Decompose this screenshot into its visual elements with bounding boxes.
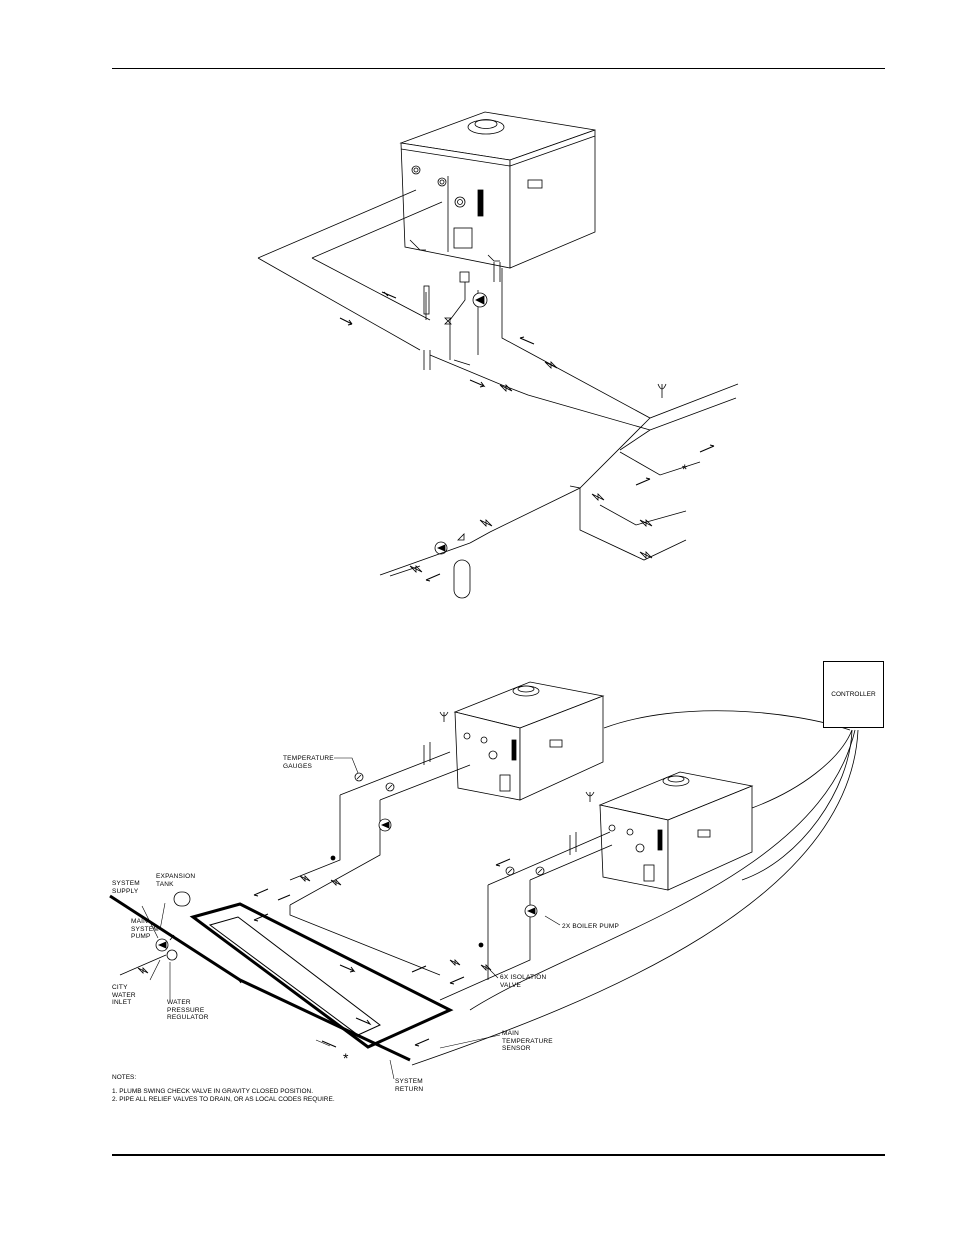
main-system-pump-label: MAIN SYSTEM PUMP	[131, 918, 159, 940]
top-rule	[112, 68, 885, 69]
bottom-boiler-unit-1	[453, 681, 605, 801]
city-water-inlet-label: CITY WATER INLET	[112, 984, 136, 1006]
note-item: 1. PLUMB SWING CHECK VALVE IN GRAVITY CL…	[112, 1088, 314, 1095]
system-supply-label: SYSTEM SUPPLY	[112, 880, 140, 895]
top-boiler-unit	[399, 111, 596, 269]
bottom-piping	[109, 711, 613, 1062]
controller-label: CONTROLLER	[831, 691, 876, 698]
main-temperature-sensor-label: MAIN TEMPERATURE SENSOR	[502, 1030, 553, 1052]
notes-block: NOTES: 1. PLUMB SWING CHECK VALVE IN GRA…	[112, 1074, 335, 1104]
svg-text:*: *	[343, 1050, 349, 1066]
bottom-flow-arrows	[237, 858, 511, 1048]
top-piping: *	[257, 189, 739, 599]
bottom-rule	[112, 1154, 885, 1156]
bottom-boiler-unit-2	[598, 771, 754, 891]
water-pressure-regulator-label: WATER PRESSURE REGULATOR	[167, 999, 209, 1021]
control-wiring	[411, 710, 859, 1066]
system-return-label: SYSTEM RETURN	[395, 1078, 424, 1093]
controller-box: CONTROLLER	[823, 661, 884, 728]
svg-text:*: *	[682, 461, 688, 477]
note-item: 2. PIPE ALL RELIEF VALVES TO DRAIN, OR A…	[112, 1096, 335, 1103]
temperature-gauges-label: TEMPERATURE GAUGES	[283, 755, 334, 770]
top-flow-arrows	[339, 291, 715, 582]
leader-lines: *	[141, 757, 561, 1080]
notes-heading: NOTES:	[112, 1074, 137, 1081]
expansion-tank-label: EXPANSION TANK	[156, 873, 196, 888]
boiler-pump-label: 2X BOILER PUMP	[562, 923, 619, 930]
isolation-valve-label: 6X ISOLATION VALVE	[500, 974, 547, 989]
